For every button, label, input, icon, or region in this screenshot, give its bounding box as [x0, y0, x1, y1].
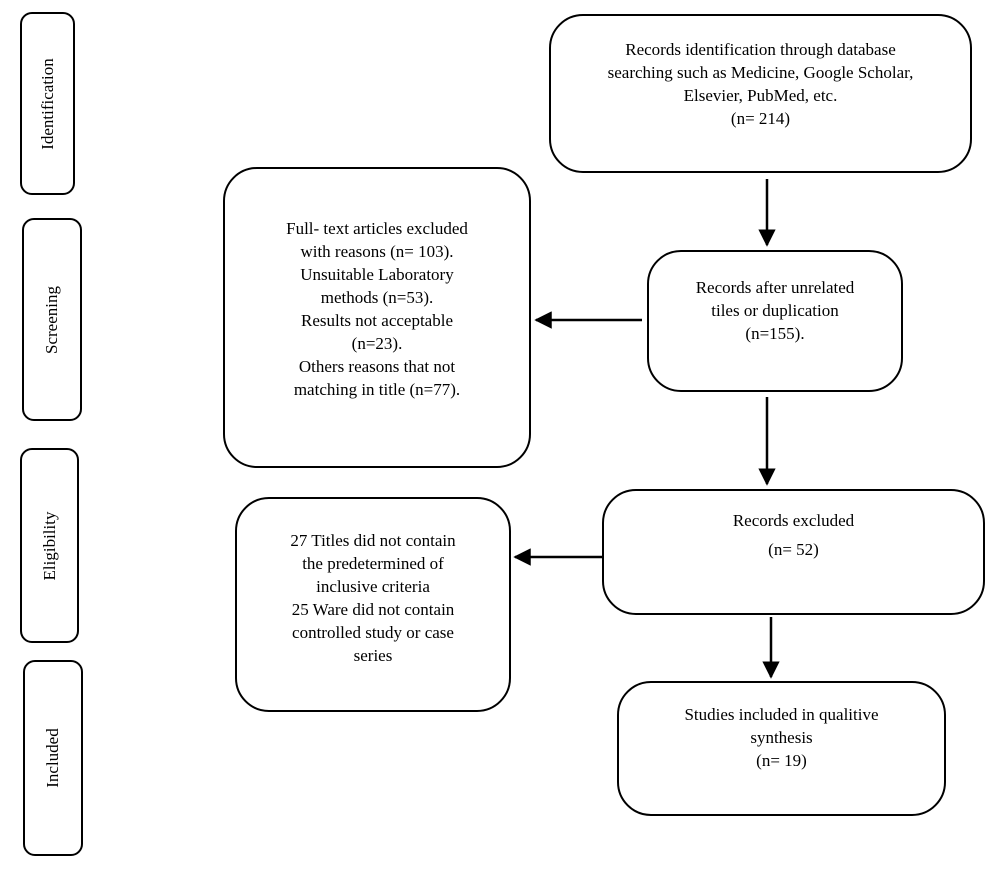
box-identification-line: searching such as Medicine, Google Schol…: [607, 63, 914, 82]
box-fulltext-excluded-line: Results not acceptable: [300, 311, 453, 330]
box-titles-not-contain-line: 27 Titles did not contain: [290, 531, 456, 550]
box-titles-not-contain: 27 Titles did not contain the predetermi…: [235, 497, 511, 712]
box-fulltext-excluded-line: (n=23).: [351, 334, 403, 353]
stage-identification: Identification: [20, 12, 75, 195]
box-studies-included-line: Studies included in qualitive: [684, 705, 879, 724]
box-identification-line: Records identification through database: [625, 40, 896, 59]
box-identification: Records identification through database …: [549, 14, 972, 173]
box-identification-line: Elsevier, PubMed, etc.: [683, 86, 838, 105]
box-records-after-unrelated-line: Records after unrelated: [695, 278, 855, 297]
box-identification-line: (n= 214): [730, 109, 791, 128]
box-records-after-unrelated-line: (n=155).: [745, 324, 805, 343]
box-records-excluded-line: (n= 52): [768, 540, 819, 559]
box-titles-not-contain-line: inclusive criteria: [316, 577, 430, 596]
box-records-excluded-line: Records excluded: [732, 511, 855, 530]
box-fulltext-excluded-line: Unsuitable Laboratory: [300, 265, 454, 284]
box-fulltext-excluded-line: Others reasons that not: [298, 357, 456, 376]
box-records-after-unrelated-line: tiles or duplication: [711, 301, 839, 320]
box-studies-included-line: (n= 19): [756, 751, 807, 770]
box-titles-not-contain-line: controlled study or case: [292, 623, 454, 642]
stage-eligibility: Eligibility: [20, 448, 79, 643]
box-fulltext-excluded-line: methods (n=53).: [320, 288, 434, 307]
box-fulltext-excluded-line: Full- text articles excluded: [286, 219, 468, 238]
box-titles-not-contain-line: series: [353, 646, 393, 665]
stage-included: Included: [23, 660, 83, 856]
stage-screening: Screening: [22, 218, 82, 421]
box-studies-included-line: synthesis: [750, 728, 813, 747]
box-titles-not-contain-line: the predetermined of: [302, 554, 444, 573]
box-fulltext-excluded: Full- text articles excluded with reason…: [223, 167, 531, 468]
box-records-excluded: Records excluded (n= 52): [602, 489, 985, 615]
box-titles-not-contain-line: 25 Ware did not contain: [291, 600, 455, 619]
box-records-after-unrelated: Records after unrelated tiles or duplica…: [647, 250, 903, 392]
box-fulltext-excluded-line: matching in title (n=77).: [293, 380, 461, 399]
box-studies-included: Studies included in qualitive synthesis …: [617, 681, 946, 816]
box-fulltext-excluded-line: with reasons (n= 103).: [300, 242, 454, 261]
